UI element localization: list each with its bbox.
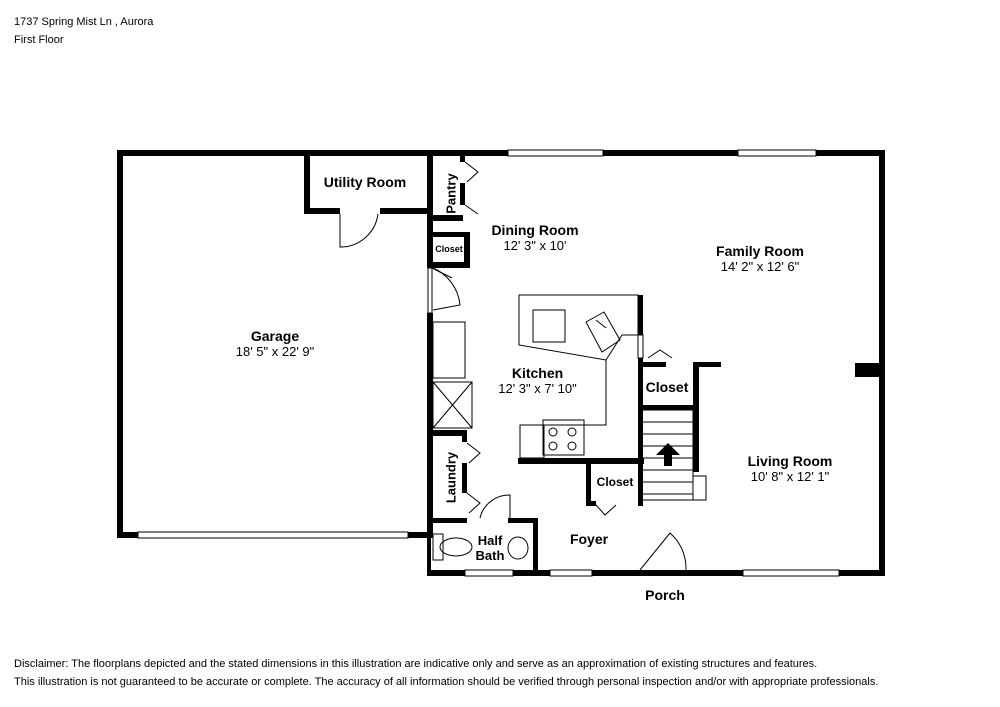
porch-label: Porch: [645, 587, 685, 603]
kitchen-name: Kitchen: [511, 365, 564, 381]
dishwasher: [532, 309, 566, 343]
kitchen-island: [518, 294, 639, 361]
walls: [117, 150, 885, 576]
disclaimer-line-1: Disclaimer: The floorplans depicted and …: [14, 658, 818, 670]
fixtures: [432, 294, 707, 561]
refrigerator: [432, 321, 466, 379]
half-bath: Half Bath: [470, 533, 510, 563]
kitchen: Kitchen 12' 3" x 7' 10": [470, 365, 605, 396]
foyer-closet-label: Closet: [596, 475, 634, 489]
garage-name: Garage: [250, 328, 300, 344]
half-bath-line1: Half: [477, 533, 503, 548]
washer-dryer: [432, 381, 473, 429]
disclaimer-line-2: This illustration is not guaranteed to b…: [14, 676, 879, 688]
toilet-icon: [439, 537, 473, 557]
garage: Garage 18' 5" x 22' 9": [200, 328, 350, 359]
sink-icon: [507, 536, 529, 560]
property-address: 1737 Spring Mist Ln , Aurora: [14, 16, 154, 28]
living-room-name: Living Room: [747, 453, 833, 469]
laundry-label: Laundry: [443, 451, 459, 504]
half-bath-line2: Bath: [475, 548, 505, 563]
family-room-dims: 14' 2" x 12' 6": [720, 259, 800, 274]
family-room-name: Family Room: [716, 243, 804, 259]
stair-closet-label: Closet: [645, 379, 689, 395]
dining-room-name: Dining Room: [491, 222, 579, 238]
living-room-dims: 10' 8" x 12' 1": [750, 469, 830, 484]
garage-dims: 18' 5" x 22' 9": [235, 344, 315, 359]
small-closet-label: Closet: [435, 244, 463, 254]
kitchen-dims: 12' 3" x 7' 10": [498, 381, 577, 396]
stair-arrow-icon: [656, 443, 680, 466]
range-icon: [542, 419, 585, 456]
foyer-label: Foyer: [569, 531, 609, 547]
dining-room-dims: 12' 3" x 10': [503, 238, 567, 253]
doors: [339, 161, 687, 571]
windows: [137, 149, 840, 577]
living-room: Living Room 10' 8" x 12' 1": [730, 453, 850, 484]
floor-label: First Floor: [14, 34, 64, 46]
kitchen-sink-icon: [585, 311, 621, 353]
pantry-label: Pantry: [443, 173, 459, 214]
utility-room-label: Utility Room: [323, 174, 407, 190]
family-room: Family Room 14' 2" x 12' 6": [680, 243, 840, 274]
dining-room: Dining Room 12' 3" x 10': [460, 222, 610, 253]
